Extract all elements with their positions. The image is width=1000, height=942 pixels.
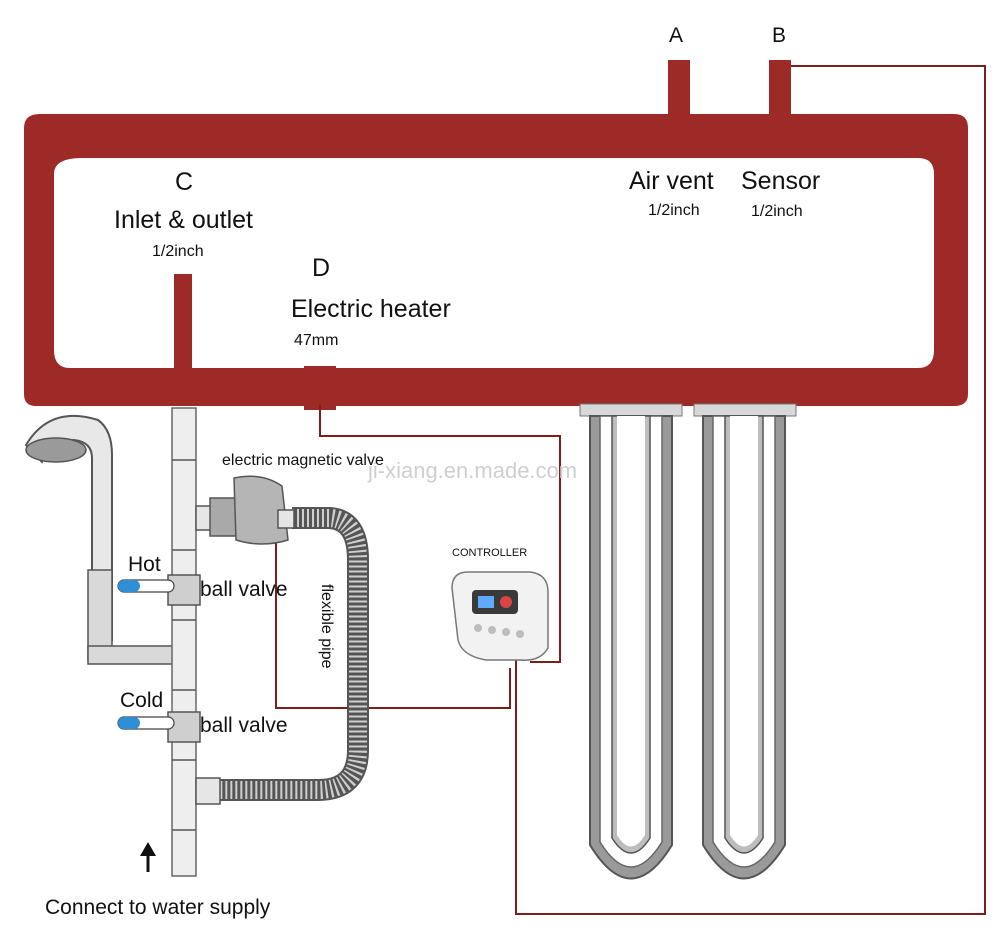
- label-letter-d: D: [312, 254, 330, 282]
- label-ball-valve-cold: ball valve: [200, 714, 288, 737]
- supply-pipe: [171, 407, 197, 877]
- magnetic-valve-icon: [195, 475, 295, 545]
- inlet-outlet-port: [174, 274, 192, 370]
- heater-fitting: [304, 366, 336, 410]
- hot-ball-valve: [117, 574, 201, 606]
- sensor-wire: [515, 65, 986, 915]
- label-sensor: Sensor: [741, 167, 820, 195]
- label-magnetic-valve: electric magnetic valve: [222, 452, 384, 469]
- label-electric-heater: Electric heater: [291, 295, 451, 323]
- shower-head-icon: [24, 414, 175, 665]
- sensor-port: [769, 60, 791, 116]
- cold-ball-valve: [117, 711, 201, 743]
- label-water-supply: Connect to water supply: [45, 896, 271, 919]
- label-cold: Cold: [120, 689, 163, 712]
- label-controller: CONTROLLER: [452, 547, 527, 559]
- label-air-vent: Air vent: [629, 167, 714, 195]
- controller-icon: [451, 571, 549, 661]
- label-flexible-pipe: flexible pipe: [318, 584, 335, 669]
- label-letter-b: B: [772, 24, 786, 47]
- vacuum-tube-2: [693, 403, 797, 880]
- label-letter-c: C: [175, 168, 193, 196]
- label-sensor-size: 1/2inch: [751, 203, 803, 220]
- label-air-vent-size: 1/2inch: [648, 202, 700, 219]
- label-hot: Hot: [128, 553, 161, 576]
- label-electric-heater-size: 47mm: [294, 332, 338, 349]
- label-ball-valve-hot: ball valve: [200, 578, 288, 601]
- label-inlet-outlet: Inlet & outlet: [114, 206, 253, 234]
- watermark: ji-xiang.en.made.com: [367, 458, 577, 483]
- tank-body: [24, 114, 968, 406]
- heater-wire: [319, 405, 561, 663]
- label-inlet-outlet-size: 1/2inch: [152, 243, 204, 260]
- air-vent-port: [668, 60, 690, 116]
- label-letter-a: A: [669, 24, 683, 47]
- vacuum-tube-1: [579, 403, 683, 880]
- arrow-up-icon: [140, 842, 156, 872]
- flexible-pipe: [216, 507, 369, 801]
- flexible-pipe-fitting: [195, 777, 221, 805]
